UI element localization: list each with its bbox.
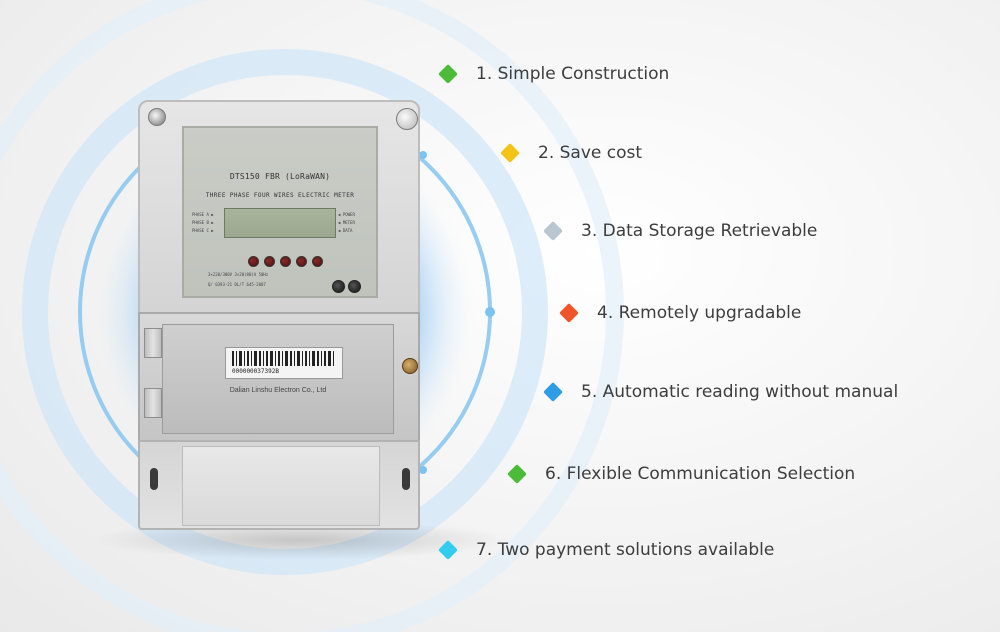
spec-text-line: Q/ 0393-21 DL/T 645-2007 bbox=[208, 282, 266, 287]
diamond-bullet-icon bbox=[543, 221, 563, 241]
led-icon bbox=[296, 256, 307, 267]
feature-label: 6. Flexible Communication Selection bbox=[545, 464, 856, 484]
meter-upper-housing: DTS150 FBR (LoRaWAN) THREE PHASE FOUR WI… bbox=[138, 100, 420, 315]
feature-label: 7. Two payment solutions available bbox=[476, 540, 775, 560]
feature-item: 3. Data Storage Retrievable bbox=[543, 217, 818, 245]
diamond-bullet-icon bbox=[438, 540, 458, 560]
barcode-number: 000000037392B bbox=[232, 368, 279, 375]
feature-label: 3. Data Storage Retrievable bbox=[581, 221, 818, 241]
barcode-icon bbox=[232, 351, 334, 366]
hinge-icon bbox=[144, 328, 162, 358]
feature-item: 2. Save cost bbox=[500, 139, 643, 167]
feature-item: 1. Simple Construction bbox=[438, 60, 670, 88]
meter-display-panel: DTS150 FBR (LoRaWAN) THREE PHASE FOUR WI… bbox=[182, 126, 378, 298]
phase-indicator: PHASE A ▶ bbox=[192, 212, 214, 217]
led-icon bbox=[248, 256, 259, 267]
terminal-block bbox=[182, 446, 380, 526]
terminal-cover: 000000037392B Dalian Linshu Electron Co.… bbox=[138, 312, 420, 442]
outer-ring bbox=[0, 0, 624, 632]
meter-base bbox=[138, 440, 420, 530]
hinge-icon bbox=[144, 388, 162, 418]
ring-dot bbox=[419, 466, 427, 474]
feature-label: 2. Save cost bbox=[538, 143, 643, 163]
meter-button bbox=[332, 280, 345, 293]
phase-indicator: PHASE C ▶ bbox=[192, 228, 214, 233]
status-indicator: ◀ METER bbox=[338, 220, 355, 225]
led-icon bbox=[312, 256, 323, 267]
screw-icon bbox=[148, 108, 166, 126]
feature-item: 5. Automatic reading without manual bbox=[543, 378, 899, 406]
status-indicator: ◀ DATA bbox=[338, 228, 353, 233]
ring-dot bbox=[485, 307, 495, 317]
lcd-screen bbox=[224, 208, 336, 238]
screw-cap-icon bbox=[396, 108, 418, 130]
phase-indicator: PHASE B ▶ bbox=[192, 220, 214, 225]
feature-item: 4. Remotely upgradable bbox=[559, 299, 802, 327]
mounting-slot-icon bbox=[402, 468, 410, 490]
spec-text-line: 3×220/380V 3×20(80)A 50Hz bbox=[208, 272, 269, 277]
diamond-bullet-icon bbox=[543, 382, 563, 402]
diamond-bullet-icon bbox=[438, 64, 458, 84]
middle-ring bbox=[22, 49, 548, 575]
feature-label: 1. Simple Construction bbox=[476, 64, 670, 84]
mounting-slot-icon bbox=[150, 468, 158, 490]
ring-dot bbox=[419, 151, 427, 159]
seal-screw-icon bbox=[402, 358, 418, 374]
feature-label: 4. Remotely upgradable bbox=[597, 303, 802, 323]
meter-subtitle: THREE PHASE FOUR WIRES ELECTRIC METER bbox=[205, 192, 355, 199]
electric-meter: DTS150 FBR (LoRaWAN) THREE PHASE FOUR WI… bbox=[138, 100, 420, 530]
barcode-sticker: 000000037392B bbox=[225, 347, 343, 379]
cover-label-area: 000000037392B Dalian Linshu Electron Co.… bbox=[162, 324, 394, 434]
feature-label: 5. Automatic reading without manual bbox=[581, 382, 899, 402]
diamond-bullet-icon bbox=[559, 303, 579, 323]
status-indicator: ◀ POWER bbox=[338, 212, 355, 217]
led-icon bbox=[280, 256, 291, 267]
feature-item: 6. Flexible Communication Selection bbox=[507, 460, 856, 488]
manufacturer-name: Dalian Linshu Electron Co., Ltd bbox=[229, 387, 327, 394]
diamond-bullet-icon bbox=[500, 143, 520, 163]
diamond-bullet-icon bbox=[507, 464, 527, 484]
meter-button bbox=[348, 280, 361, 293]
led-icon bbox=[264, 256, 275, 267]
meter-model: DTS150 FBR (LoRaWAN) bbox=[229, 172, 331, 181]
feature-item: 7. Two payment solutions available bbox=[438, 536, 775, 564]
